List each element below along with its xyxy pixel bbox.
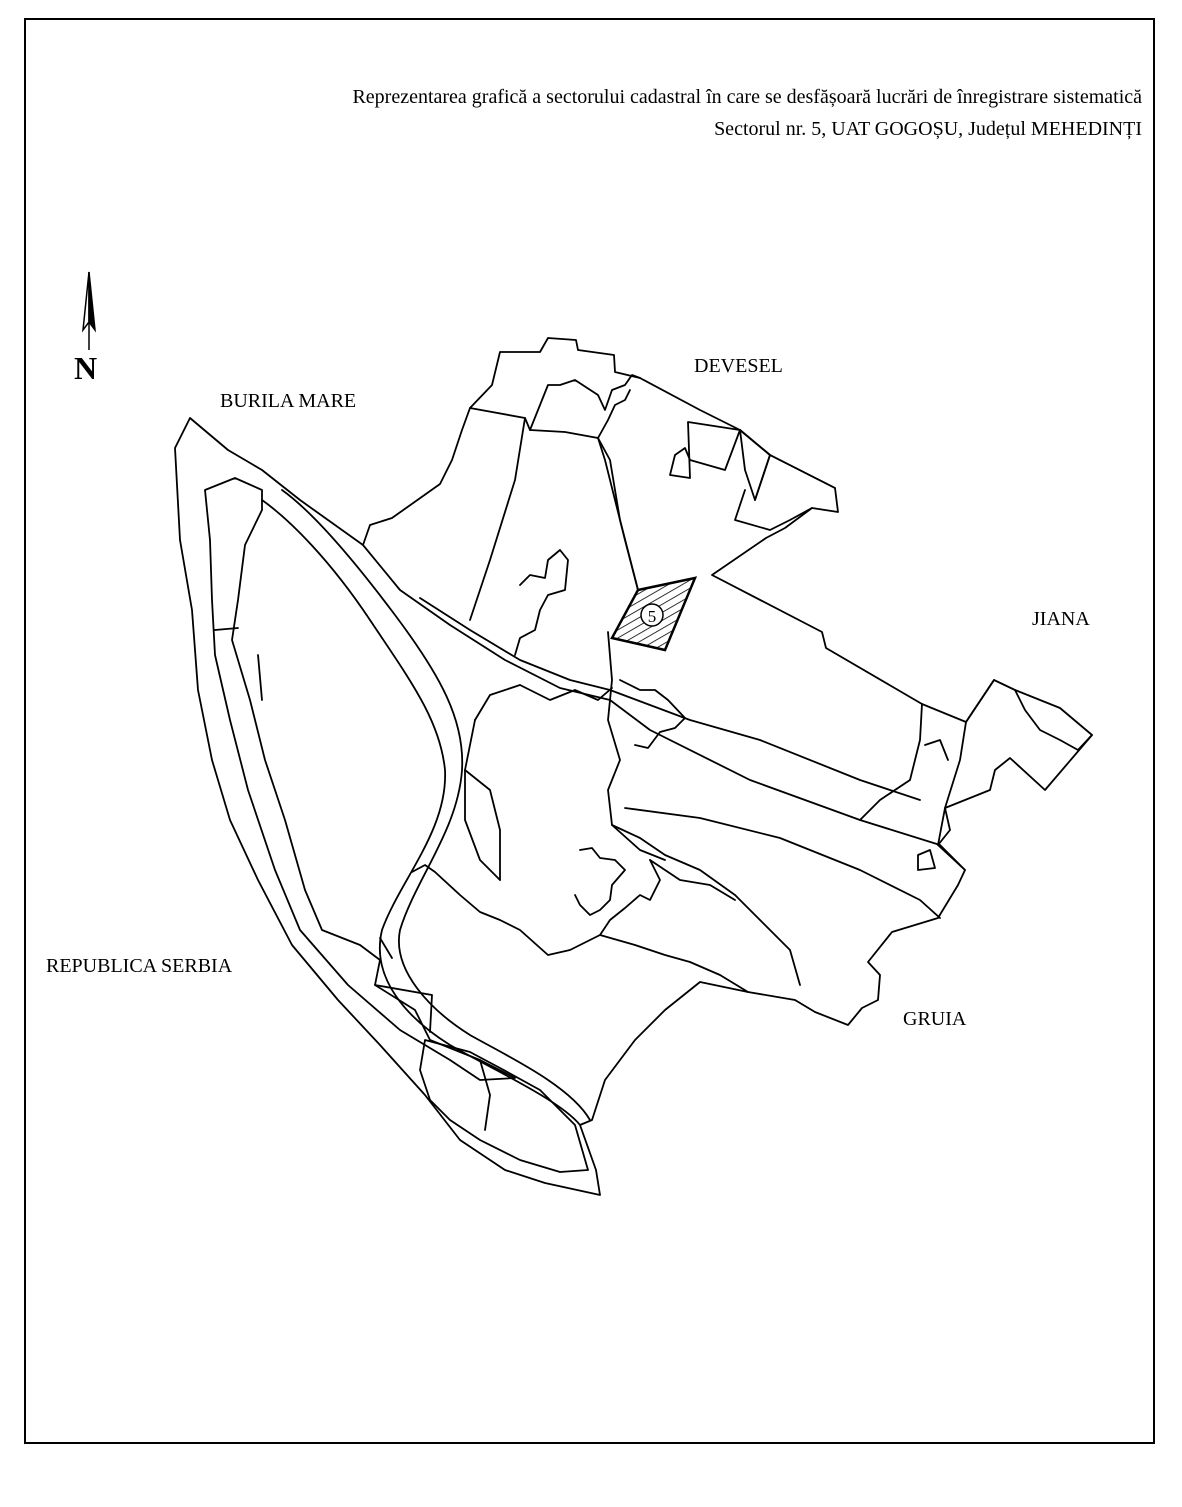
north-arrow-icon — [81, 271, 97, 350]
danube-left-bank — [261, 499, 581, 1126]
southern-island — [419, 1039, 589, 1173]
neighbor-label-burila-mare: BURILA MARE — [220, 390, 357, 412]
danube-right-bank — [281, 489, 591, 1121]
map-title: Reprezentarea grafică a sectorului cadas… — [352, 86, 1142, 108]
neighbor-label-jiana: JIANA — [1032, 608, 1090, 630]
serbia-island-parcel — [204, 477, 516, 1081]
map-frame — [24, 18, 1155, 1444]
neighbor-label-devesel: DEVESEL — [694, 355, 783, 377]
sector-number-label: 5 — [648, 607, 657, 626]
uat-boundary — [174, 337, 1093, 1196]
neighbor-label-republica-serbia: REPUBLICA SERBIA — [46, 955, 233, 977]
map-subtitle: Sectorul nr. 5, UAT GOGOȘU, Județul MEHE… — [714, 118, 1142, 140]
north-letter: N — [74, 350, 98, 386]
sector-5-area[interactable]: 5 — [610, 576, 698, 652]
neighbor-label-gruia: GRUIA — [903, 1008, 967, 1030]
